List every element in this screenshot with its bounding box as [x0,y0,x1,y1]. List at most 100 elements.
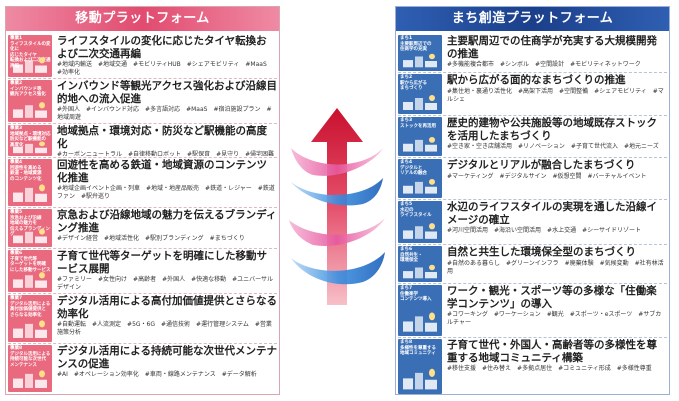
thumbnail-label: まち8 多様性を尊重する 地域コミュニティ [400,340,436,356]
left-item-2: 事業2 インバウンド等 観光アクセス強化インバウンド等観光アクセス強化および沿線… [8,80,277,122]
item-thumbnail: 事業8 デジタル活用による 持続可能な次世代 メンテナンス [8,345,52,392]
thumbnail-label: まち6 自然共生・ 環境保全 [400,247,423,263]
item-text: 駅から広がる面的なまちづくりの推進#集住地・裏通り活性化 #高架下活用 #空間整… [447,74,667,114]
item-separator [8,157,277,158]
illustration-icon [12,139,48,154]
item-separator [8,207,277,208]
item-tags: #ファミリー #女性向け #高齢者 #外国人 #快適な移動 #ユニバーサルデザイ… [57,276,274,291]
item-thumbnail: まち1 主要駅周辺での 住商学の充実 [398,35,442,71]
thumbnail-label: 事業5 京急および沿線 地域の魅力を 伝えるブランディング [10,210,51,237]
item-separator [8,293,277,294]
illustration-icon [402,366,438,391]
left-item-3: 事業3 地域拠点・環境対応 防災など駅機能の 高度化地域拠点・環境対応・防災など… [8,125,277,156]
right-item-6: まち6 自然共生・ 環境保全 自然と共生した環境保全型のまちづくり#自然のある暮ら… [398,246,667,282]
item-thumbnail: まち7 住働楽学 コンテンツ導入 [398,285,442,336]
left-item-1: 事業1 ライフスタイルの変化に 応じたタイヤ 転換および二次交通再編ライフスタイ… [8,35,277,77]
item-tags: #カーボンニュートラル #自律移動ロボット #駅保育 #見守り #帰宅困難者 [57,151,275,156]
town-creation-platform-title: まち創造プラットフォーム [396,7,669,31]
item-thumbnail: まち4 デジタルと リアルの融合 [398,159,442,198]
item-text: ライフスタイルの変化に応じたタイヤ転換および二次交通再編#地域内輸送 #地域交通… [57,35,277,77]
illustration-icon [12,182,48,203]
item-thumbnail: 事業5 京急および沿線 地域の魅力を 伝えるブランディング [8,209,52,247]
item-heading: 自然と共生した環境保全型のまちづくり [447,246,636,258]
item-heading: ワーク・観光・スポーツ等の多様な「住働楽学コンテンツ」の導入 [447,285,657,310]
item-thumbnail: まち6 自然共生・ 環境保全 [398,246,442,282]
item-thumbnail: まち8 多様性を尊重する 地域コミュニティ [398,339,442,394]
item-tags: #地域企画イベント企画・列車 #地域・地産品販売 #鉄道・レジャー #鉄道ファン… [57,185,275,200]
item-tags: #AI #オペレーション効率化 #車両・線路メンテナンス #データ解析 [57,371,257,378]
mobility-item-list: 事業1 ライフスタイルの変化に 応じたタイヤ 転換および二次交通再編ライフスタイ… [6,33,279,392]
item-text: 主要駅周辺での住商学が充実する大規模開発の推進#多機能複合都市 #シンボル #空… [447,35,667,71]
item-heading: デジタル活用による高付加価値提供とさらなる効率化 [57,295,277,320]
right-item-7: まち7 住働楽学 コンテンツ導入ワーク・観光・スポーツ等の多様な「住働楽学コンテ… [398,285,667,336]
right-item-8: まち8 多様性を尊重する 地域コミュニティ子育て世代・外国人・高齢者等の多様性を… [398,339,667,394]
item-heading: 駅から広がる面的なまちづくりの推進 [447,74,626,86]
right-item-3: まち3 ストックを再活用歴史的建物や公共施設等の地域既存ストックを活用したまちづ… [398,117,667,156]
item-tags: #コワーキング #ワーケーション #観光 #スポーツ・eスポーツ #サブカルチャ… [447,311,662,326]
left-item-6: 事業6 子育て世代等 ターゲットを明確 にした移動サービス子育て世代等ターゲット… [8,250,277,292]
item-thumbnail: まち5 水辺の ライフスタイル [398,201,442,243]
item-heading: 水辺のライフスタイルの実現を通した沿線イメージの確立 [447,201,657,226]
thumbnail-label: まち2 駅から広がる まちづくり [400,75,427,91]
town-creation-platform-panel: まち創造プラットフォーム まち1 主要駅周辺での 住商学の充実主要駅周辺での住商… [395,6,670,395]
thumbnail-label: 事業8 デジタル活用による 持続可能な次世代 メンテナンス [10,346,51,368]
thumbnail-label: 事業6 子育て世代等 ターゲットを明確 にした移動サービス [10,251,51,273]
item-heading: 地域拠点・環境対応・防災など駅機能の高度化 [57,125,267,150]
item-text: 子育て世代・外国人・高齢者等の多様性を尊重する地域コミュニティ構築#移住支援 #… [447,339,667,394]
item-heading: インバウンド等観光アクセス強化および沿線目的地への流入促進 [57,80,277,105]
thumbnail-label: まち7 住働楽学 コンテンツ導入 [400,286,432,302]
item-tags: #河川空間活用 #海沿い空間活用 #水上交通 #シーサイドリゾート [447,227,641,234]
illustration-icon [12,318,48,339]
item-heading: 京急および沿線地域の魅力を伝えるブランディング推進 [57,209,277,234]
item-separator [398,337,667,338]
illustration-icon [12,55,48,74]
item-thumbnail: まち3 ストックを再活用 [398,117,442,156]
mobility-platform-panel: 移動プラットフォーム 事業1 ライフスタイルの変化に 応じたタイヤ 転換および二… [5,6,280,395]
item-thumbnail: 事業7 デジタル活用による 高付加価値提供と さらなる効率化 [8,295,52,342]
left-item-5: 事業5 京急および沿線 地域の魅力を 伝えるブランディング京急および沿線地域の魅… [8,209,277,247]
item-tags: #多機能複合都市 #シンボル #空間設計 #モビリティネットワーク [447,61,641,68]
right-item-1: まち1 主要駅周辺での 住商学の充実主要駅周辺での住商学が充実する大規模開発の推… [398,35,667,71]
left-item-4: 事業4 回遊性を高める 鉄道・地域資源 のコンテンツ化回遊性を高める鉄道・地域資… [8,159,277,206]
item-tags: #自然のある暮らし #グリーンインフラ #廃棄体験 #気候変動 #社有林活用 [447,259,664,275]
item-text: 水辺のライフスタイルの実現を通した沿線イメージの確立#河川空間活用 #海沿い空間… [447,201,667,243]
item-text: 回遊性を高める鉄道・地域資源のコンテンツ化推進#地域企画イベント企画・列車 #地… [57,159,277,206]
illustration-icon [402,135,438,153]
item-heading: 子育て世代等ターゲットを明確にした移動サービス展開 [57,250,267,275]
item-heading: ライフスタイルの変化に応じたタイヤ転換および二次交通再編 [57,35,267,60]
right-item-4: まち4 デジタルと リアルの融合 デジタルとリアルが融合したまちづくり#マーケティ… [398,159,667,198]
right-item-5: まち5 水辺の ライフスタイル水辺のライフスタイルの実現を通した沿線イメージの確… [398,201,667,243]
thumbnail-label: まち1 主要駅周辺での 住商学の充実 [400,36,432,52]
illustration-icon [402,310,438,333]
item-text: デジタルとリアルが融合したまちづくり#マーケティング #デジタルサイン #仮想空… [447,159,667,198]
item-tags: #自動運転 #人流測定 #5G・6G #通信技術 #運行管理システム #営業施策… [57,321,272,336]
illustration-icon [402,93,438,111]
item-text: 子育て世代等ターゲットを明確にした移動サービス展開#ファミリー #女性向け #高… [57,250,277,292]
item-text: 地域拠点・環境対応・防災など駅機能の高度化#カーボンニュートラル #自律移動ロボ… [57,125,277,156]
thumbnail-label: まち4 デジタルと リアルの融合 [400,160,427,176]
illustration-icon [12,100,48,119]
item-separator [398,283,667,284]
town-creation-item-list: まち1 主要駅周辺での 住商学の充実主要駅周辺での住商学が充実する大規模開発の推… [396,33,669,394]
item-heading: 歴史的建物や公共施設等の地域既存ストックを活用したまちづくり [447,117,657,142]
item-tags: #地域内輸送 #地域交通 #モビリティHUB #シェアモビリティ #MaaS #… [57,61,273,76]
item-separator [398,157,667,158]
spiral-arrow-graphic [283,100,391,310]
item-separator [398,115,667,116]
item-heading: 子育て世代・外国人・高齢者等の多様性を尊重する地域コミュニティ構築 [447,339,657,364]
item-thumbnail: 事業3 地域拠点・環境対応 防災など駅機能の 高度化 [8,125,52,156]
item-tags: #集住地・裏通り活性化 #高架下活用 #空間整備 #シェアモビリティ #マルシェ [447,87,664,103]
item-heading: 主要駅周辺での住商学が充実する大規模開発の推進 [447,35,657,60]
mobility-platform-title: 移動プラットフォーム [6,7,279,31]
item-thumbnail: 事業2 インバウンド等 観光アクセス強化 [8,80,52,122]
item-separator [8,343,277,344]
item-thumbnail: 事業6 子育て世代等 ターゲットを明確 にした移動サービス [8,250,52,292]
left-item-7: 事業7 デジタル活用による 高付加価値提供と さらなる効率化デジタル活用による高… [8,295,277,342]
illustration-icon [402,52,438,68]
right-item-2: まち2 駅から広がる まちづくり 駅から広がる面的なまちづくりの推進#集住地・裏通… [398,74,667,114]
item-text: インバウンド等観光アクセス強化および沿線目的地への流入促進#外国人 #インバウン… [57,80,277,122]
illustration-icon [402,177,438,195]
illustration-icon [12,227,48,244]
item-thumbnail: 事業1 ライフスタイルの変化に 応じたタイヤ 転換および二次交通再編 [8,35,52,77]
item-text: デジタル活用による高付加価値提供とさらなる効率化#自動運転 #人流測定 #5G・… [57,295,277,342]
